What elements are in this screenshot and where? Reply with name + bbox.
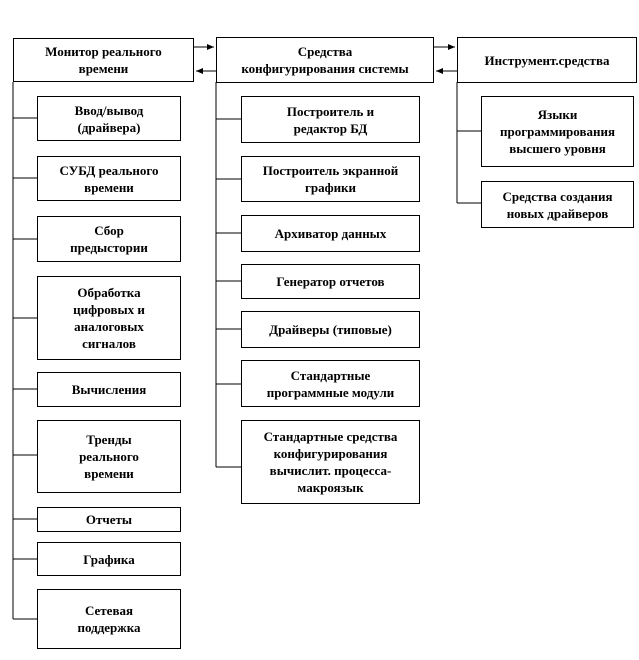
header-realtime-monitor-label: Монитор реального времени — [45, 44, 162, 76]
node-history-collection: Сбор предыстории — [37, 216, 181, 262]
node-high-level-languages: Языки программирования высшего уровня — [481, 96, 634, 167]
node-macro-language: Стандартные средства конфигурирования вы… — [241, 420, 420, 504]
node-standard-modules: Стандартные программные модули — [241, 360, 420, 407]
node-realtime-trends-label: Тренды реального времени — [79, 432, 139, 481]
node-signal-processing: Обработка цифровых и аналоговых сигналов — [37, 276, 181, 360]
node-reports: Отчеты — [37, 507, 181, 532]
header-instrument-tools-label: Инструмент.средства — [484, 52, 610, 68]
node-data-archiver: Архиватор данных — [241, 215, 420, 252]
node-graphics: Графика — [37, 542, 181, 576]
node-driver-creation-tools-label: Средства создания новых драйверов — [502, 188, 613, 221]
node-driver-creation-tools: Средства создания новых драйверов — [481, 181, 634, 228]
node-report-generator: Генератор отчетов — [241, 264, 420, 299]
header-instrument-tools: Инструмент.средства — [457, 37, 637, 83]
node-standard-modules-label: Стандартные программные модули — [266, 367, 395, 400]
node-network-support-label: Сетевая поддержка — [77, 603, 141, 635]
node-reports-label: Отчеты — [85, 512, 133, 527]
node-history-collection-label: Сбор предыстории — [70, 223, 148, 255]
node-calculations: Вычисления — [37, 372, 181, 407]
node-calculations-label: Вычисления — [71, 382, 147, 397]
node-macro-language-label: Стандартные средства конфигурирования вы… — [263, 429, 398, 495]
node-db-builder-label: Построитель и редактор БД — [286, 103, 375, 136]
node-io-drivers: Ввод/вывод (драйвера) — [37, 96, 181, 141]
node-realtime-dbms: СУБД реального времени — [37, 156, 181, 201]
node-typical-drivers-label: Драйверы (типовые) — [269, 322, 392, 337]
node-realtime-trends: Тренды реального времени — [37, 420, 181, 493]
node-data-archiver-label: Архиватор данных — [274, 226, 387, 241]
node-high-level-languages-label: Языки программирования высшего уровня — [500, 107, 615, 156]
node-io-drivers-label: Ввод/вывод (драйвера) — [74, 102, 144, 135]
node-graphics-label: Графика — [83, 551, 135, 567]
node-screen-graphics-builder-label: Построитель экранной графики — [262, 163, 399, 195]
header-config-tools: Средства конфигурирования системы — [216, 37, 434, 83]
header-config-tools-label: Средства конфигурирования системы — [241, 44, 409, 76]
node-typical-drivers: Драйверы (типовые) — [241, 311, 420, 348]
node-signal-processing-label: Обработка цифровых и аналоговых сигналов — [73, 285, 145, 351]
node-realtime-dbms-label: СУБД реального времени — [59, 162, 159, 195]
node-db-builder: Построитель и редактор БД — [241, 96, 420, 143]
node-network-support: Сетевая поддержка — [37, 589, 181, 649]
node-screen-graphics-builder: Построитель экранной графики — [241, 156, 420, 202]
node-report-generator-label: Генератор отчетов — [276, 274, 385, 289]
header-realtime-monitor: Монитор реального времени — [13, 38, 194, 82]
